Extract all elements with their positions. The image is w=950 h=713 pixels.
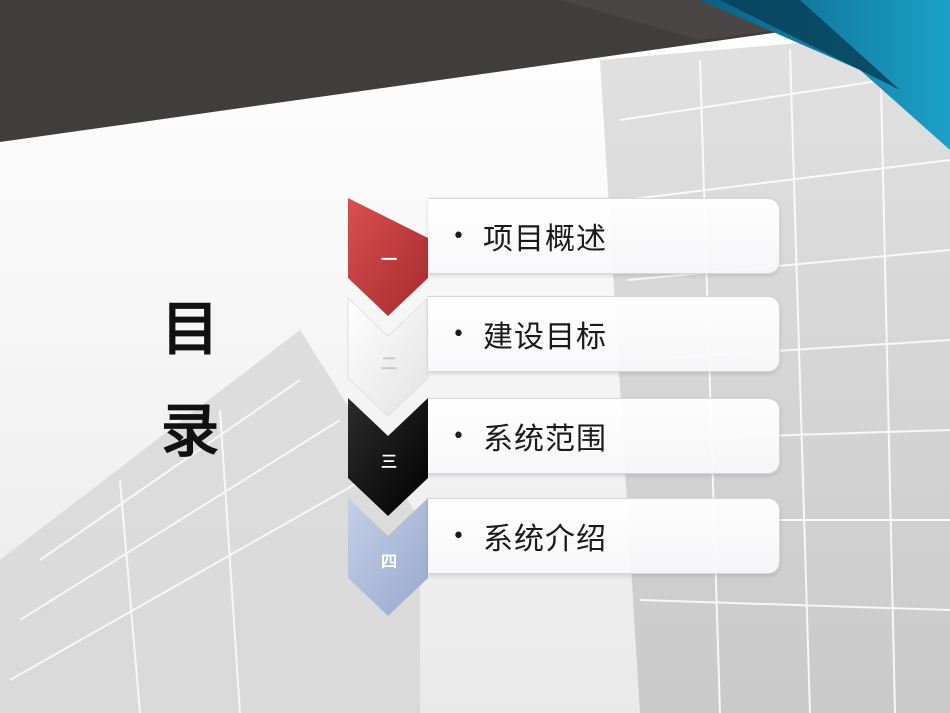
agenda-item-label: 建设目标 <box>482 320 607 355</box>
agenda-item-goals[interactable]: • 建设目标 <box>428 296 780 372</box>
bullet: • <box>452 223 465 249</box>
item-number: 一 <box>380 250 397 269</box>
chevron-down-icon <box>347 296 429 417</box>
title-char-1: 目 <box>160 295 219 363</box>
bullet: • <box>452 321 465 347</box>
bullet: • <box>452 423 465 449</box>
item-number: 四 <box>380 552 397 571</box>
agenda-item-label: 项目概述 <box>482 222 607 257</box>
item-number: 三 <box>380 452 397 471</box>
chevron-column <box>347 198 429 616</box>
agenda-item-scope[interactable]: • 系统范围 <box>428 398 780 474</box>
chevron-down-icon <box>348 398 428 516</box>
agenda-item-label: 系统范围 <box>482 422 607 457</box>
title-char-2: 录 <box>160 397 219 465</box>
chevron-down-icon <box>348 498 428 616</box>
bullet: • <box>452 523 465 549</box>
item-number: 二 <box>380 354 397 373</box>
agenda-item-overview[interactable]: • 项目概述 <box>428 198 780 274</box>
agenda-item-label: 系统介绍 <box>482 522 607 557</box>
chevron-down-icon <box>348 198 428 316</box>
agenda-item-introduction[interactable]: • 系统介绍 <box>428 498 780 574</box>
